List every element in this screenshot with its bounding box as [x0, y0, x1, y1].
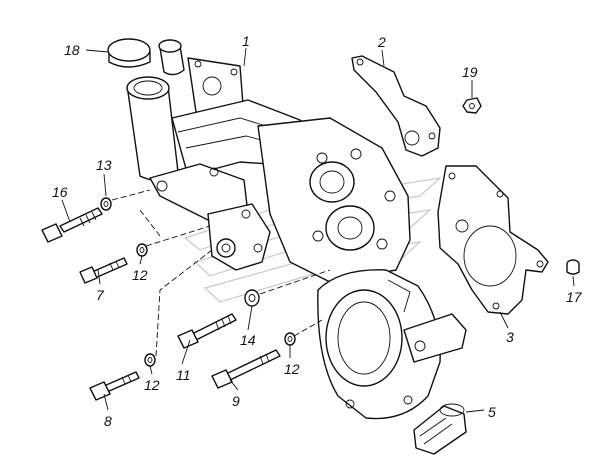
- part-13-washer: [100, 197, 112, 211]
- callout-11: 11: [176, 367, 191, 383]
- callout-19: 19: [462, 64, 478, 80]
- part-18-cap: [107, 38, 151, 68]
- callout-labels: 18 1 2 19 13 16 12 7 14 11 12 12 9 8 17 …: [52, 33, 583, 429]
- callout-12b: 12: [144, 377, 160, 393]
- callout-14: 14: [240, 332, 256, 348]
- part-19-nut: [462, 97, 482, 114]
- callout-2: 2: [377, 34, 386, 50]
- callout-8: 8: [104, 413, 112, 429]
- callout-16: 16: [52, 184, 68, 200]
- part-11-bolt: [177, 313, 237, 349]
- callout-12a: 12: [132, 267, 148, 283]
- part-14-washer: [244, 289, 260, 307]
- part-9-bolt: [211, 349, 281, 389]
- part-12b-washer: [144, 353, 156, 367]
- callout-1: 1: [242, 33, 250, 49]
- part-2-bracket: [351, 55, 441, 157]
- callout-7: 7: [96, 287, 105, 303]
- callout-13: 13: [96, 157, 112, 173]
- part-17-plug: [566, 259, 580, 275]
- part-5-seal: [413, 403, 467, 455]
- callout-5: 5: [488, 404, 496, 420]
- alignment-lines: [111, 189, 331, 357]
- part-8-bolt: [89, 371, 140, 401]
- part-3-gasket: [437, 165, 549, 315]
- part-12c-washer: [284, 332, 296, 346]
- callout-9: 9: [232, 393, 240, 409]
- part-1-housing: [126, 39, 467, 420]
- part-7-bolt: [79, 257, 128, 284]
- part-12a-washer: [136, 243, 148, 257]
- part-16-bolt: [41, 207, 103, 243]
- callout-17: 17: [566, 289, 583, 305]
- leader-lines: [61, 47, 575, 413]
- callout-12c: 12: [284, 361, 300, 377]
- callout-3: 3: [506, 329, 514, 345]
- callout-18: 18: [64, 42, 80, 58]
